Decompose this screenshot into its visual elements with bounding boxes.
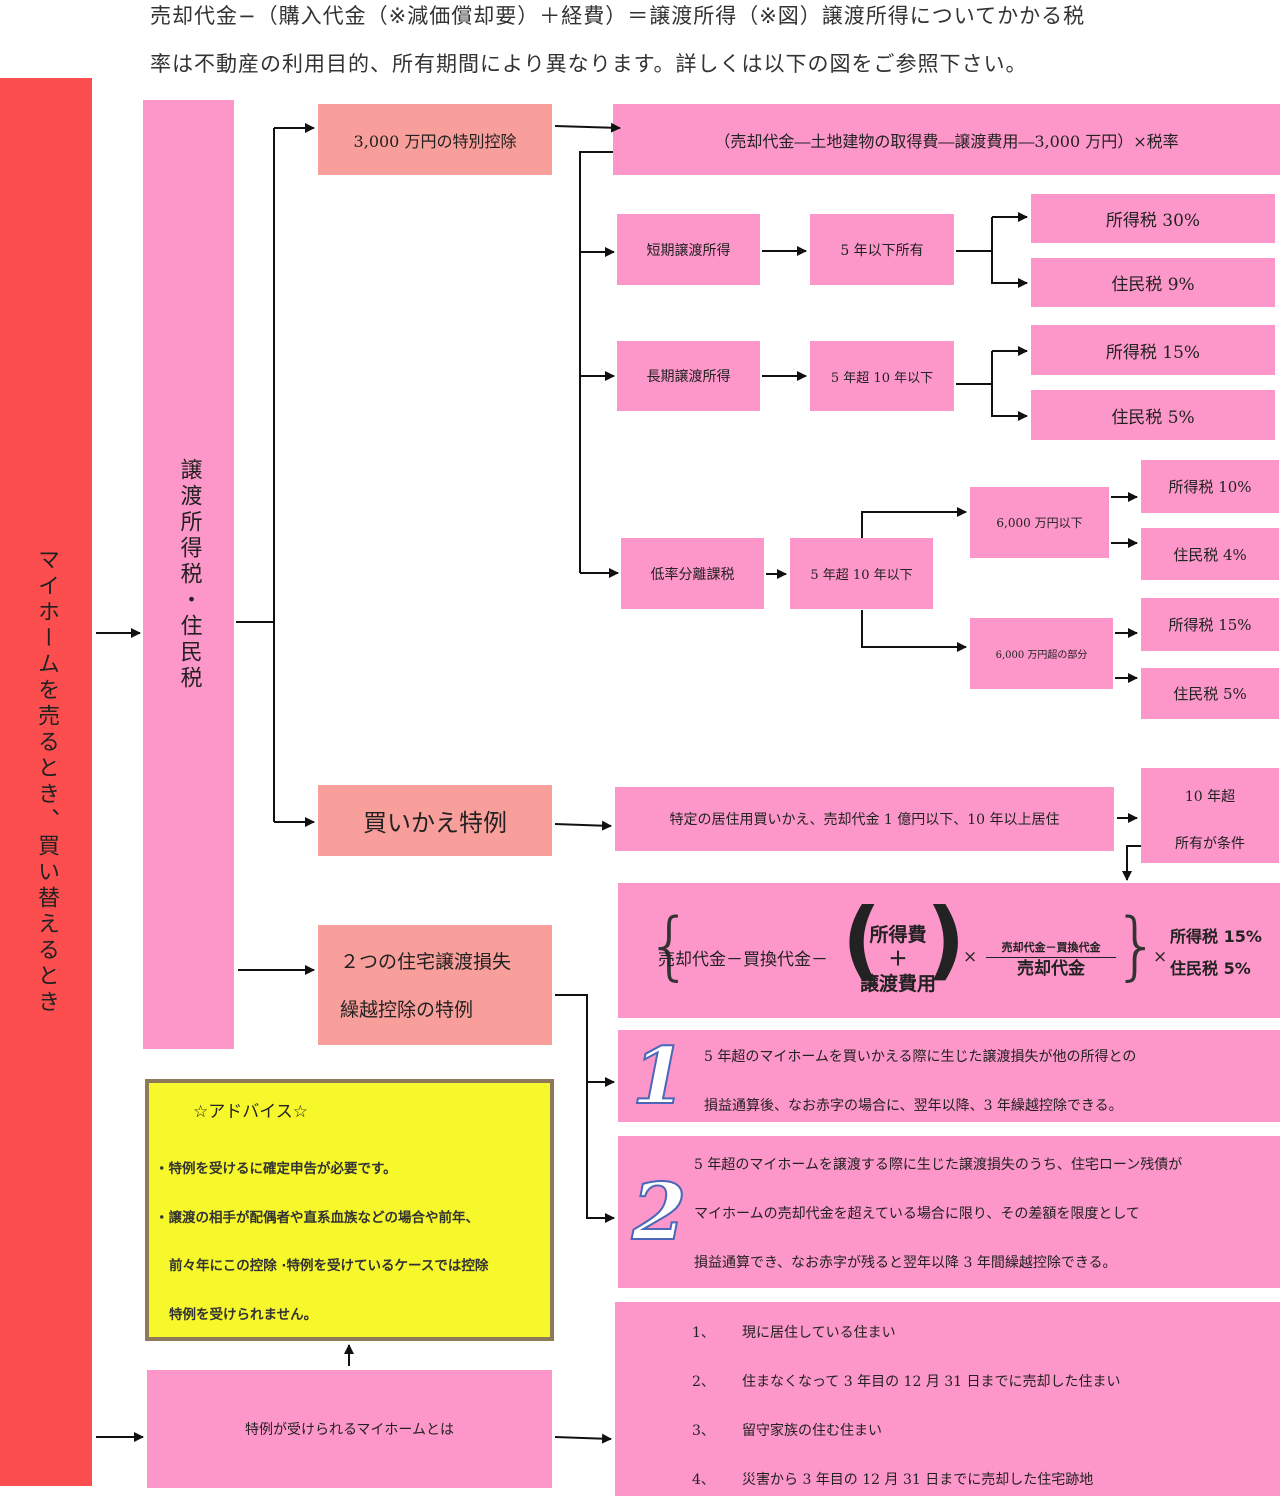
long-term-income-tax: 所得税 15% xyxy=(1031,325,1275,375)
eligible-item-text: 災害から 3 年目の 12 月 31 日までに売却した住宅跡地 xyxy=(742,1472,1094,1488)
low-rate-under-income-tax: 所得税 10% xyxy=(1141,460,1279,513)
ten-year-line-2: 所有が条件 xyxy=(1175,836,1245,852)
loss-item-2-line-1: 5 年超のマイホームを譲渡する際に生じた譲渡損失のうち、住宅ローン残債が xyxy=(694,1157,1183,1173)
low-rate-under-box: 6,000 万円以下 xyxy=(970,487,1109,558)
tax-column-label: 譲渡所得税・住民税 xyxy=(176,457,202,692)
advice-title: ☆アドバイス☆ xyxy=(193,1102,308,1122)
eligible-item: 1、 現に居住している住まい xyxy=(692,1322,896,1342)
formula-tax-2: 住民税 5% xyxy=(1170,959,1251,978)
root-bar: マイホームを売るとき、買い替えるとき xyxy=(0,78,92,1486)
loss-item-2-line-3: 損益通算でき、なお赤字が残ると翌年以降 3 年間繰越控除できる。 xyxy=(694,1255,1117,1271)
short-term-resident-tax: 住民税 9% xyxy=(1031,258,1275,307)
advice-box: ☆アドバイス☆ ・特例を受けるに確定申告が必要です。 ・譲渡の相手が配偶者や直系… xyxy=(145,1079,554,1341)
loss-carryover-line-2: 繰越控除の特例 xyxy=(340,999,474,1021)
loss-item-2-line-2: マイホームの売却代金を超えている場合に限り、その差額を限度として xyxy=(694,1206,1140,1222)
long-term-resident-tax: 住民税 5% xyxy=(1031,390,1275,440)
loss-item-1-line-1: 5 年超のマイホームを買いかえる際に生じた譲渡損失が他の所得との xyxy=(704,1049,1137,1065)
replacement-ten-year: 10 年超 所有が条件 xyxy=(1141,768,1279,863)
formula-times-1: × xyxy=(963,947,978,967)
formula-bottom: 譲渡費用 xyxy=(859,972,936,995)
right-brace-icon: } xyxy=(1113,903,1161,989)
formula-top: 所得費 xyxy=(869,924,927,946)
advice-line-2: ・譲渡の相手が配偶者や直系血族などの場合や前年、 xyxy=(155,1209,479,1226)
eligible-item: 2、 住まなくなって 3 年目の 12 月 31 日までに売却した住まい xyxy=(692,1371,1121,1391)
eligible-item: 4、 災害から 3 年目の 12 月 31 日までに売却した住宅跡地 xyxy=(692,1469,1093,1489)
formula-times-2: × xyxy=(1153,947,1168,967)
long-term-holding: 5 年超 10 年以下 xyxy=(810,341,954,411)
formula-fraction: 売却代金－買換代金 売却代金 xyxy=(986,941,1116,981)
intro-line-2: 率は不動産の利用目的、所有期間により異なります。詳しくは以下の図をご参照下さい。 xyxy=(150,52,1028,76)
advice-line-3: 前々年にこの控除 ·特例を受けているケースでは控除 xyxy=(169,1258,489,1274)
long-term-box: 長期譲渡所得 xyxy=(617,341,760,411)
low-rate-box: 低率分離課税 xyxy=(621,538,764,609)
loss-carryover-line-1: ２つの住宅譲渡損失 xyxy=(340,951,512,973)
eligible-item-number: 3、 xyxy=(692,1423,715,1439)
eligible-item: 3、 留守家族の住む住まい xyxy=(692,1420,882,1440)
special-deduction-box: 3,000 万円の特別控除 xyxy=(318,104,552,175)
ten-year-line-1: 10 年超 xyxy=(1184,789,1236,805)
loss-carryover-box: ２つの住宅譲渡損失 繰越控除の特例 xyxy=(318,925,552,1045)
low-rate-holding: 5 年超 10 年以下 xyxy=(790,538,933,609)
advice-line-1: ・特例を受けるに確定申告が必要です。 xyxy=(155,1161,397,1177)
eligible-item-number: 2、 xyxy=(692,1374,715,1390)
formula-left: 売却代金－買換代金－ xyxy=(658,950,828,970)
advice-body: ・特例を受けるに確定申告が必要です。 ・譲渡の相手が配偶者や直系血族などの場合や… xyxy=(155,1145,488,1339)
formula-denominator: 売却代金 xyxy=(1017,959,1085,980)
loss-item-1-line-2: 損益通算後、なお赤字の場合に、翌年以降、3 年繰越控除できる。 xyxy=(704,1098,1123,1114)
advice-line-4: 特例を受けられません。 xyxy=(169,1306,318,1323)
low-rate-over-resident-tax: 住民税 5% xyxy=(1141,668,1279,719)
formula-paren-group: 所得費 ＋ 譲渡費用 xyxy=(858,923,938,996)
special-deduction-formula: （売却代金―土地建物の取得費―譲渡費用―3,000 万円）×税率 xyxy=(613,104,1280,175)
tax-column: 譲渡所得税・住民税 xyxy=(143,100,234,1049)
number-1-icon: 1 xyxy=(631,1031,687,1122)
loss-item-1-text: 5 年超のマイホームを買いかえる際に生じた譲渡損失が他の所得との 損益通算後、な… xyxy=(704,1033,1136,1131)
eligible-item-number: 1、 xyxy=(692,1325,715,1341)
low-rate-over-box: 6,000 万円超の部分 xyxy=(970,618,1113,689)
low-rate-over-income-tax: 所得税 15% xyxy=(1141,598,1279,651)
loss-item-1: 1 5 年超のマイホームを買いかえる際に生じた譲渡損失が他の所得との 損益通算後… xyxy=(618,1030,1280,1122)
formula-tax-1: 所得税 15% xyxy=(1170,927,1262,946)
number-2-icon: 2 xyxy=(631,1167,687,1258)
replacement-condition: 特定の居住用買いかえ、売却代金 1 億円以下、10 年以上居住 xyxy=(615,787,1114,851)
left-paren-icon: ( xyxy=(842,890,882,990)
formula-plus: ＋ xyxy=(888,948,908,971)
replacement-box: 買いかえ特例 xyxy=(318,785,552,856)
replacement-formula: { 売却代金－買換代金－ ( 所得費 ＋ 譲渡費用 ) × 売却代金－買換代金 … xyxy=(618,883,1280,1018)
left-brace-icon: { xyxy=(646,903,694,989)
eligible-item-text: 現に居住している住まい xyxy=(742,1325,896,1341)
short-term-income-tax: 所得税 30% xyxy=(1031,194,1275,243)
short-term-box: 短期譲渡所得 xyxy=(617,214,760,285)
root-label: マイホームを売るとき、買い替えるとき xyxy=(34,548,59,1016)
eligible-home-list: 1、 現に居住している住まい 2、 住まなくなって 3 年目の 12 月 31 日まで… xyxy=(615,1302,1280,1496)
low-rate-under-resident-tax: 住民税 4% xyxy=(1141,528,1279,580)
eligible-item-text: 住まなくなって 3 年目の 12 月 31 日までに売却した住まい xyxy=(742,1374,1121,1390)
loss-item-2-text: 5 年超のマイホームを譲渡する際に生じた譲渡損失のうち、住宅ローン残債が マイホ… xyxy=(694,1141,1182,1288)
right-paren-icon: ) xyxy=(926,890,966,990)
eligible-item-text: 留守家族の住む住まい xyxy=(742,1423,882,1439)
short-term-holding: 5 年以下所有 xyxy=(810,214,954,285)
eligible-home-box: 特例が受けられるマイホームとは xyxy=(147,1370,552,1488)
loss-item-2: 2 5 年超のマイホームを譲渡する際に生じた譲渡損失のうち、住宅ローン残債が マ… xyxy=(618,1136,1280,1288)
intro-line-1: 売却代金−（購入代金（※減価償却要）＋経費）＝譲渡所得（※図）譲渡所得についてか… xyxy=(150,4,1086,28)
eligible-item-number: 4、 xyxy=(692,1472,715,1488)
formula-numerator: 売却代金－買換代金 xyxy=(986,941,1116,959)
